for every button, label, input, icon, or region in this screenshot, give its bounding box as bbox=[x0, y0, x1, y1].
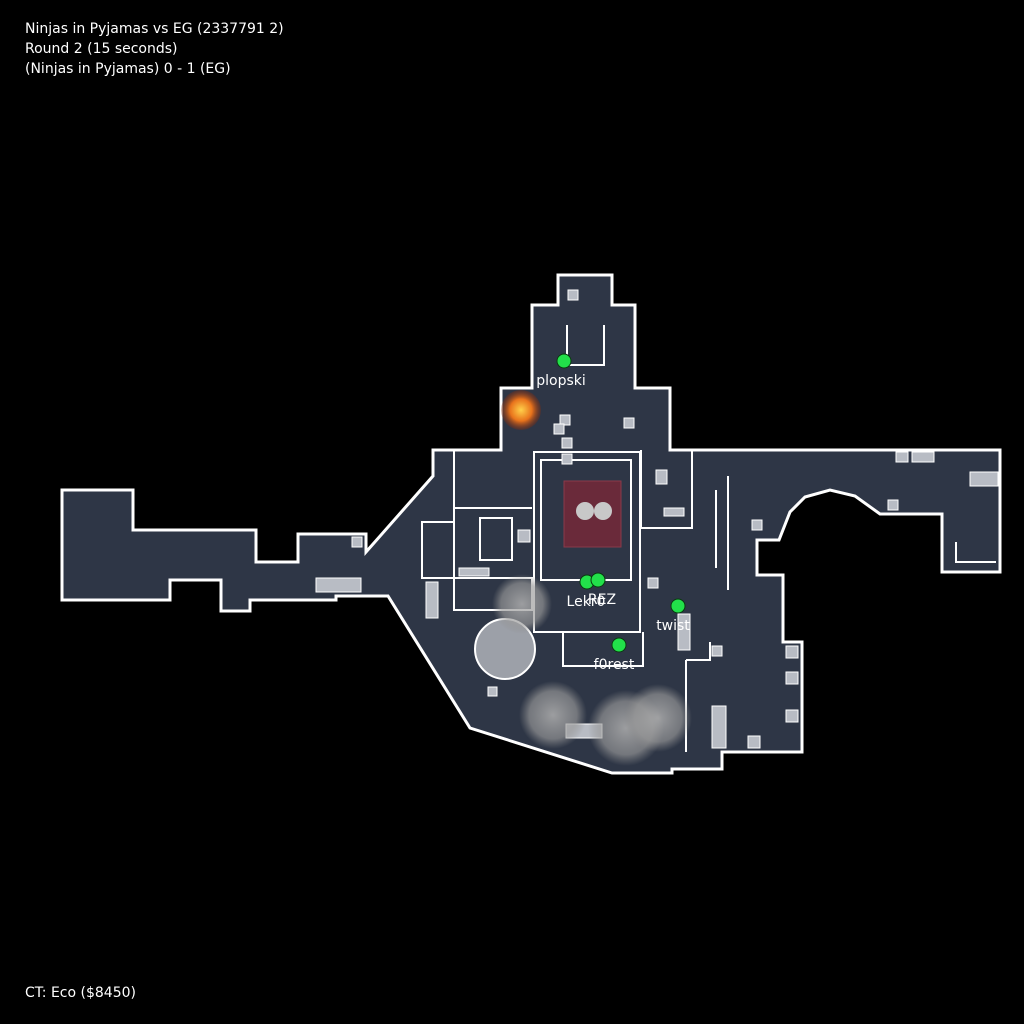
player-twist[interactable]: twist bbox=[656, 598, 690, 634]
round-info: Round 2 (15 seconds) bbox=[25, 41, 178, 57]
team-economy: CT: Eco ($8450) bbox=[25, 985, 136, 1001]
score-line: (Ninjas in Pyjamas) 0 - 1 (EG) bbox=[25, 61, 231, 77]
smoke-cloud bbox=[519, 681, 587, 749]
molotov-fire bbox=[501, 390, 541, 430]
smoke-cloud bbox=[624, 684, 692, 752]
map-floor bbox=[60, 273, 1002, 775]
player-name: f0rest bbox=[594, 657, 635, 673]
player-lekr0[interactable]: Lekr0 bbox=[567, 574, 606, 610]
player-plopski[interactable]: plopski bbox=[536, 353, 586, 389]
player-name: Lekr0 bbox=[567, 594, 606, 610]
smoke-cloud bbox=[492, 574, 552, 634]
bombsite-zone bbox=[563, 480, 622, 548]
player-marker[interactable] bbox=[556, 353, 572, 369]
player-marker[interactable] bbox=[670, 598, 686, 614]
match-title: Ninjas in Pyjamas vs EG (2337791 2) bbox=[25, 21, 284, 37]
player-marker[interactable] bbox=[611, 637, 627, 653]
map-props bbox=[315, 289, 999, 749]
player-name: twist bbox=[656, 618, 690, 634]
player-name: REZ bbox=[588, 592, 616, 608]
smoke-grenades bbox=[492, 574, 692, 766]
player-rez[interactable]: REZ bbox=[588, 572, 616, 608]
player-marker[interactable] bbox=[590, 572, 606, 588]
player-name: plopski bbox=[536, 373, 586, 389]
player-f0rest[interactable]: f0rest bbox=[594, 637, 635, 673]
